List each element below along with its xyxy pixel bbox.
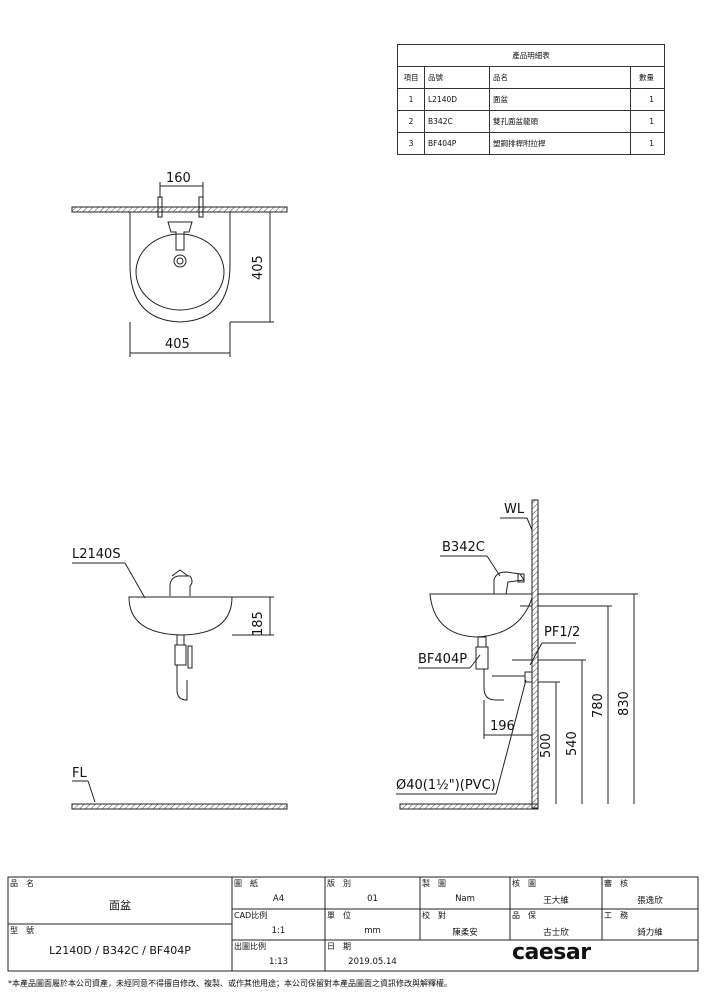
tb-out-value: 1:13 (268, 957, 289, 967)
col-header-item: 項目 (397, 66, 425, 89)
title-block-grid (7, 876, 699, 972)
front-model-label: L2140S (72, 547, 121, 562)
parts-table-caption: 產品明細表 (397, 44, 665, 67)
cell: 1 (630, 132, 665, 155)
tb-date-label: 日 期 (327, 942, 351, 951)
cell: 面盆 (489, 88, 631, 111)
caesar-logo: caesar (512, 940, 591, 965)
cell: 雙孔面盆龍頭 (489, 110, 631, 133)
tb-qa-label: 品 保 (512, 911, 536, 920)
cell: B342C (424, 110, 490, 133)
tb-date-value: 2019.05.14 (348, 957, 397, 967)
dim-basin-width: 405 (165, 337, 190, 352)
tb-cat-label: 版 別 (327, 879, 351, 888)
supply-label: PF1/2 (544, 625, 581, 640)
tb-model-value: L2140D / B342C / BF404P (49, 944, 191, 957)
dim-500: 500 (539, 733, 554, 758)
tb-review-label: 審 核 (604, 879, 628, 888)
cell: 塑鋼排桿附拉桿 (489, 132, 631, 155)
dim-faucet-spacing: 160 (166, 171, 191, 186)
tb-name-label: 品 名 (10, 879, 34, 888)
footer-disclaimer: *本產品圖面屬於本公司資產，未經同意不得擅自修改、複製、或作其他用途；本公司保留… (8, 979, 452, 988)
col-header-qty: 數量 (630, 66, 665, 89)
front-view (71, 562, 288, 810)
cell: L2140D (424, 88, 490, 111)
tb-unit-label: 單 位 (327, 911, 351, 920)
tb-check-value: 陳柔安 (452, 928, 478, 938)
tb-review-value: 張逸欣 (637, 896, 663, 906)
floor-level-label: FL (72, 766, 87, 781)
tb-check-label: 校 對 (422, 911, 446, 920)
cell: 2 (397, 110, 425, 133)
tb-model-label: 型 號 (10, 926, 34, 935)
tb-qa-value: 古士欣 (543, 928, 569, 938)
tb-paper-label: 圖 紙 (234, 879, 258, 888)
dim-drain-offset: 196 (490, 719, 515, 734)
tb-name-value: 面盆 (109, 899, 131, 912)
tb-paper-value: A4 (272, 894, 285, 904)
tb-chart-label: 核 圖 (512, 879, 536, 888)
dim-basin-height: 185 (251, 611, 266, 636)
tb-cad-label: CAD比例 (234, 911, 268, 920)
dim-540: 540 (565, 731, 580, 756)
top-view (71, 182, 288, 357)
tb-unit-value: mm (364, 926, 381, 936)
col-header-name: 品名 (489, 66, 631, 89)
cell: BF404P (424, 132, 490, 155)
cell: 1 (630, 110, 665, 133)
cell: 1 (397, 88, 425, 111)
dim-830: 830 (617, 691, 632, 716)
wall-level-label: WL (504, 502, 525, 517)
tb-draw-value: Nam (455, 894, 475, 904)
pipe-label: Ø40(1½")(PVC) (396, 778, 496, 793)
tb-chart-value: 王大維 (543, 896, 569, 906)
tb-eng-label: 工 務 (604, 911, 628, 920)
tb-draw-label: 製 圖 (422, 879, 446, 888)
col-header-code: 品號 (424, 66, 490, 89)
tb-cad-value: 1:1 (271, 926, 286, 936)
faucet-label: B342C (442, 540, 485, 555)
dim-780: 780 (591, 693, 606, 718)
drain-label: BF404P (418, 652, 468, 667)
table-row: 2 B342C 雙孔面盆龍頭 1 (397, 110, 665, 133)
tb-out-label: 出圖比例 (234, 942, 266, 951)
tb-cat-value: 01 (367, 894, 378, 904)
tb-eng-value: 錡力維 (637, 928, 663, 938)
table-row: 3 BF404P 塑鋼排桿附拉桿 1 (397, 132, 665, 155)
dim-basin-depth: 405 (251, 255, 266, 280)
parts-table: 產品明細表 項目 品號 品名 數量 1 L2140D 面盆 1 2 B342C … (397, 44, 665, 155)
cell: 1 (630, 88, 665, 111)
table-row: 1 L2140D 面盆 1 (397, 88, 665, 111)
side-view (396, 499, 638, 810)
cell: 3 (397, 132, 425, 155)
